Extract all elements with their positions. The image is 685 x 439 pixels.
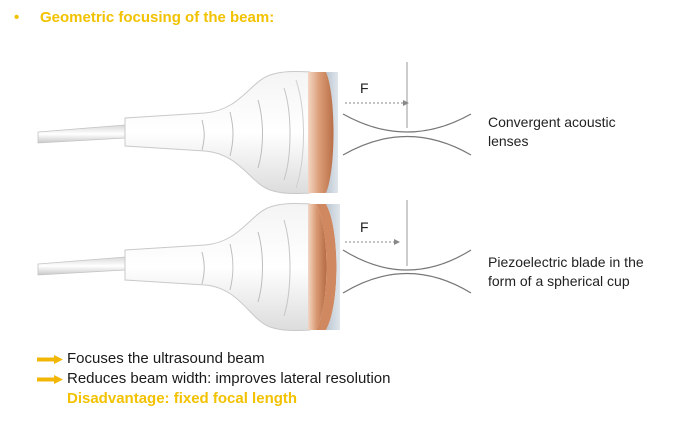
probe-top-grip-line: [257, 99, 263, 169]
key-points: Focuses the ultrasound beam Reduces beam…: [37, 349, 391, 409]
probe-top: [37, 70, 338, 195]
focal-label-top: F: [360, 80, 369, 96]
beam-top-upper: [342, 113, 472, 133]
focal-label-bottom: F: [360, 219, 369, 235]
title-text: Geometric focusing of the beam:: [40, 9, 275, 26]
probe-top-grip-line: [283, 87, 291, 181]
probe-bottom-grip-line: [201, 251, 205, 285]
probe-bottom-face-plate: [326, 204, 340, 330]
beam-bottom-lower: [342, 272, 472, 294]
probe-top-body: [124, 70, 311, 195]
probe-bottom-grip-line: [229, 243, 234, 291]
point-text: Focuses the ultrasound beam: [67, 350, 265, 367]
caption-top-line2: lenses: [488, 133, 529, 149]
probe-bottom-grip-line: [257, 231, 263, 303]
caption-top-line1: Convergent acoustic: [488, 114, 616, 130]
probe-top-transducer-face: [308, 72, 335, 193]
probe-bottom-piezo-cup-front: [316, 204, 337, 330]
beam-bottom-upper: [342, 249, 472, 271]
probe-top-acoustic-lens: [326, 72, 338, 193]
arrowhead-top: [403, 100, 409, 106]
beam-top-lower: [342, 135, 472, 156]
title-bullet: •: [14, 9, 20, 26]
point-reduces-width: Reduces beam width: improves lateral res…: [37, 369, 391, 389]
probe-bottom-grip-line: [283, 219, 291, 317]
point-focuses-beam: Focuses the ultrasound beam: [37, 349, 391, 369]
caption-bottom: Piezoelectric blade in the form of a sph…: [488, 253, 644, 291]
caption-bottom-line1: Piezoelectric blade in the: [488, 254, 644, 270]
arrow-right-icon: [37, 375, 63, 384]
arrowhead-bottom: [394, 239, 400, 245]
caption-bottom-line2: form of a spherical cup: [488, 273, 630, 289]
point-text: Reduces beam width: improves lateral res…: [67, 370, 391, 387]
section-title: • Geometric focusing of the beam:: [14, 9, 274, 26]
caption-top: Convergent acoustic lenses: [488, 113, 616, 151]
arrow-right-icon: [37, 355, 63, 364]
probe-top-grip-line: [201, 119, 205, 151]
probe-bottom-cable: [37, 256, 126, 276]
probe-top-cable: [37, 124, 126, 144]
probe-top-grip-line: [295, 79, 304, 189]
disadvantage-text: Disadvantage: fixed focal length: [67, 390, 298, 407]
probe-bottom: [37, 202, 340, 332]
probe-bottom-piezo-cup: [308, 204, 327, 330]
probe-bottom-body: [124, 202, 311, 332]
probe-top-grip-line: [229, 111, 234, 157]
